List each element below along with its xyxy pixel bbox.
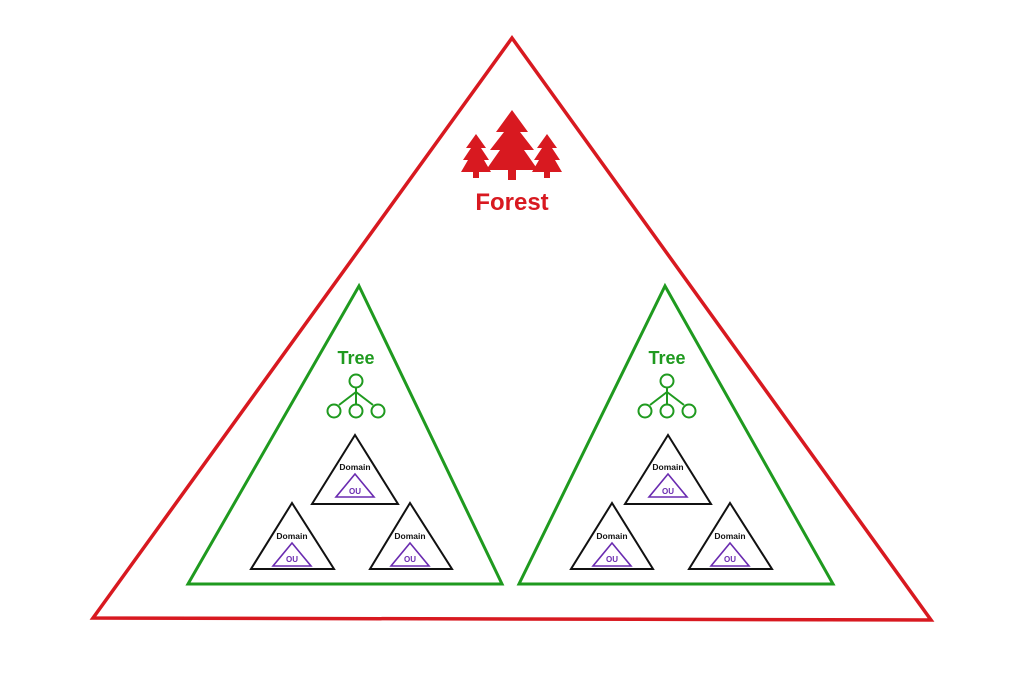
domain-label: Domain <box>714 531 745 541</box>
domain-label: Domain <box>652 462 683 472</box>
ou-boundary <box>591 541 633 567</box>
tree-1: Tree Domain OU Domain OU Domain <box>185 282 505 586</box>
domain: Domain OU <box>569 501 655 570</box>
ou-label: OU <box>286 555 298 564</box>
ou-label: OU <box>724 555 736 564</box>
pine-trees-icon <box>461 110 562 180</box>
domain-label: Domain <box>339 462 370 472</box>
domain-boundary <box>569 501 655 570</box>
domain-label: Domain <box>596 531 627 541</box>
domain: Domain OU <box>623 433 713 505</box>
domain-boundary <box>623 433 713 505</box>
ou-label: OU <box>606 555 618 564</box>
ou-label: OU <box>662 487 674 496</box>
domain-label: Domain <box>276 531 307 541</box>
ou-boundary <box>271 541 313 567</box>
ou-boundary <box>647 472 689 498</box>
hierarchy-icon <box>326 373 386 419</box>
domain-boundary <box>687 501 774 570</box>
domain-boundary <box>249 501 336 570</box>
ou-label: OU <box>404 555 416 564</box>
ou-boundary <box>389 541 431 567</box>
domain-boundary <box>368 501 454 570</box>
forest-boundary <box>89 35 935 622</box>
tree-boundary <box>185 282 505 586</box>
domain: Domain OU <box>249 501 336 570</box>
ou-boundary <box>709 541 751 567</box>
hierarchy-icon <box>637 373 697 419</box>
domain: Domain OU <box>368 501 454 570</box>
domain-boundary <box>310 433 400 505</box>
forest-label: Forest <box>475 189 548 216</box>
tree-label: Tree <box>337 348 374 368</box>
ou-label: OU <box>349 487 361 496</box>
tree-boundary <box>516 282 836 586</box>
domain-label: Domain <box>394 531 425 541</box>
domain: Domain OU <box>687 501 774 570</box>
tree-2: Tree Domain OU Domain OU Domain <box>516 282 836 586</box>
domain: Domain OU <box>310 433 400 505</box>
ou-boundary <box>334 472 376 498</box>
tree-label: Tree <box>648 348 685 368</box>
